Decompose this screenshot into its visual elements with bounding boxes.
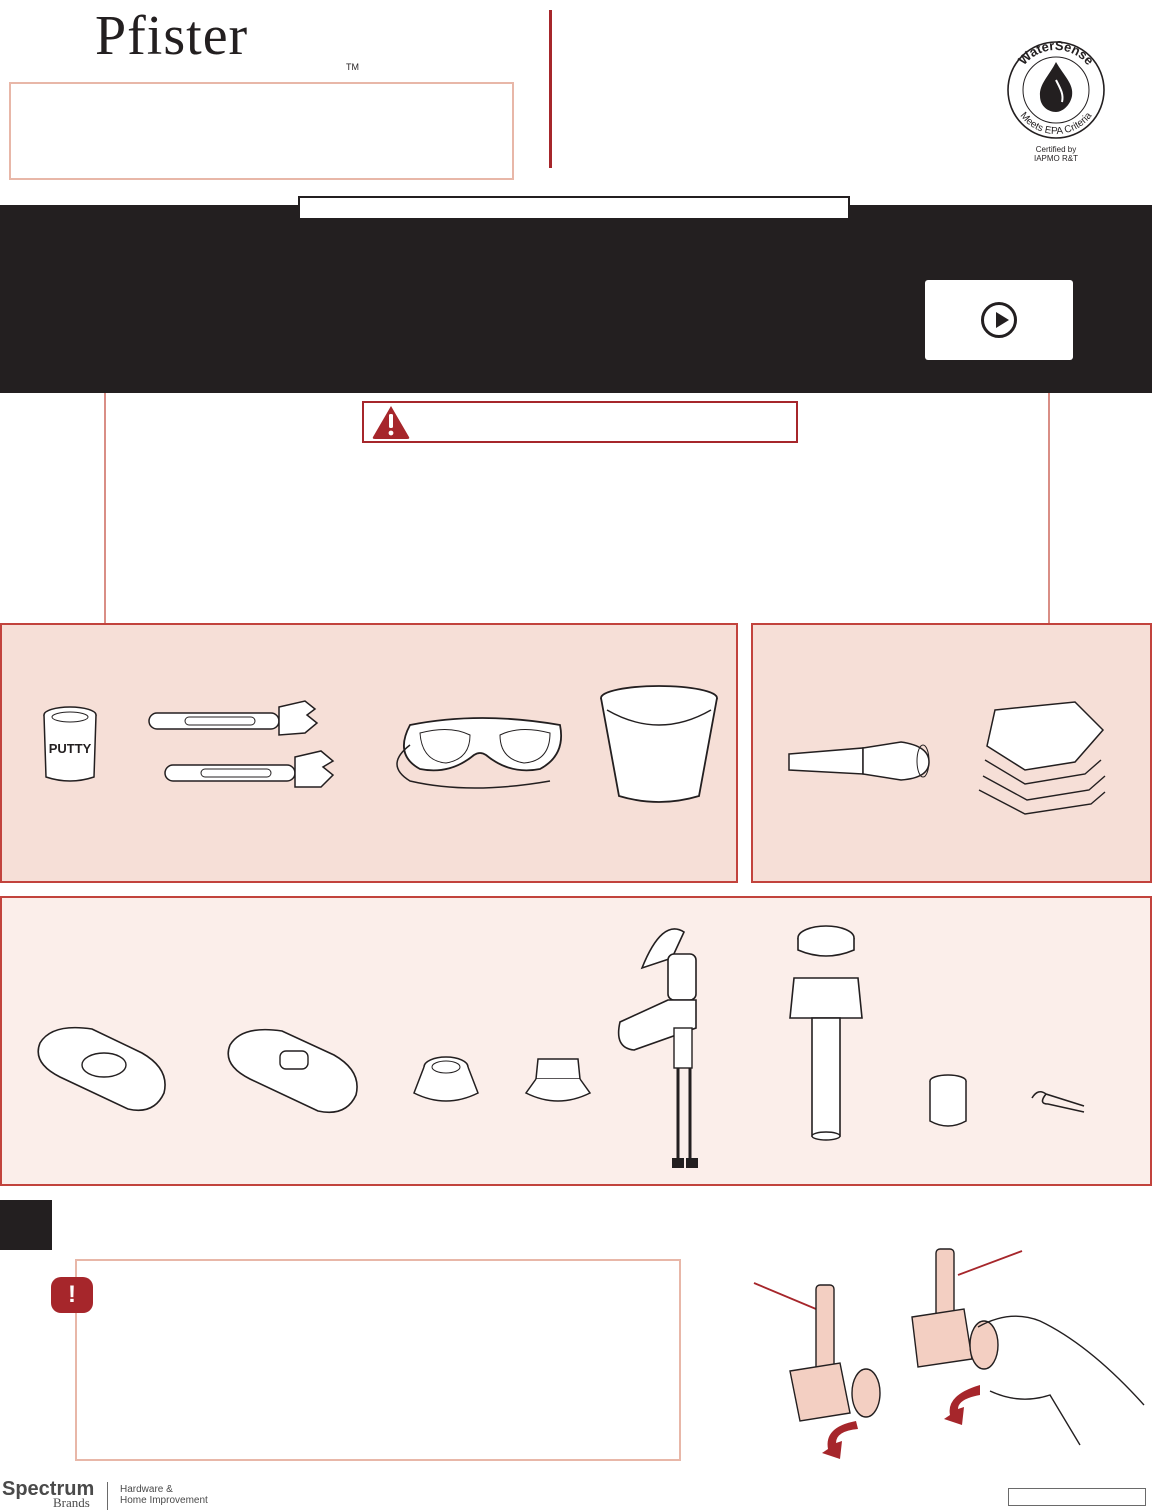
play-icon: [981, 302, 1017, 338]
mounting-nut: [524, 1058, 592, 1102]
escutcheon-ring: [413, 1056, 479, 1102]
footer-divider: [107, 1482, 108, 1510]
shutoff-valve-illustration: [753, 1248, 1145, 1459]
footer-company-name: Spectrum: [2, 1478, 95, 1500]
pop-up-drain: [789, 925, 863, 1141]
adjustable-wrenches: [148, 700, 335, 788]
footer-company-sub: Brands: [53, 1495, 90, 1510]
bucket: [600, 685, 718, 803]
safety-goggles: [396, 717, 562, 789]
putty-jar: PUTTY: [43, 706, 97, 782]
left-connector-line: [104, 393, 106, 623]
header-divider: [549, 10, 552, 168]
deck-plate: [37, 1026, 166, 1112]
threaded-coupling: [929, 1074, 967, 1127]
product-info-box: [9, 82, 514, 180]
footer-division-line1: Hardware &: [120, 1484, 173, 1495]
warning-triangle-icon: [372, 406, 410, 439]
right-connector-line: [1048, 393, 1050, 623]
step-number-block: [0, 1200, 52, 1250]
tools-panel: PUTTY: [0, 623, 738, 883]
watersense-seal: WaterSense Meets EPA Criteria Certified …: [1007, 38, 1105, 163]
trademark-mark: TM: [346, 62, 359, 72]
optional-tools-panel: [751, 623, 1152, 883]
water-drop-icon: [1039, 62, 1073, 112]
video-button[interactable]: [925, 280, 1073, 360]
hero-title-bar: [298, 196, 850, 220]
caution-icon: !: [51, 1277, 93, 1313]
flashlight: [788, 741, 930, 781]
warning-box: [362, 401, 798, 443]
document-code-box: [1008, 1488, 1146, 1506]
footer-division: Hardware & Home Improvement: [120, 1484, 208, 1506]
putty-label: PUTTY: [49, 741, 92, 756]
faucet: [617, 928, 698, 1168]
brand-logo: Pfister: [95, 5, 249, 67]
footer-division-line2: Home Improvement: [120, 1495, 208, 1506]
spring-clip: [1031, 1090, 1085, 1113]
certifier-text: IAPMO R&T: [1034, 154, 1078, 163]
note-box: [75, 1259, 681, 1461]
certified-by-text: Certified by: [1036, 145, 1076, 154]
parts-panel: [0, 896, 1152, 1186]
folded-towels: [978, 701, 1106, 815]
gasket-plate: [227, 1028, 358, 1114]
